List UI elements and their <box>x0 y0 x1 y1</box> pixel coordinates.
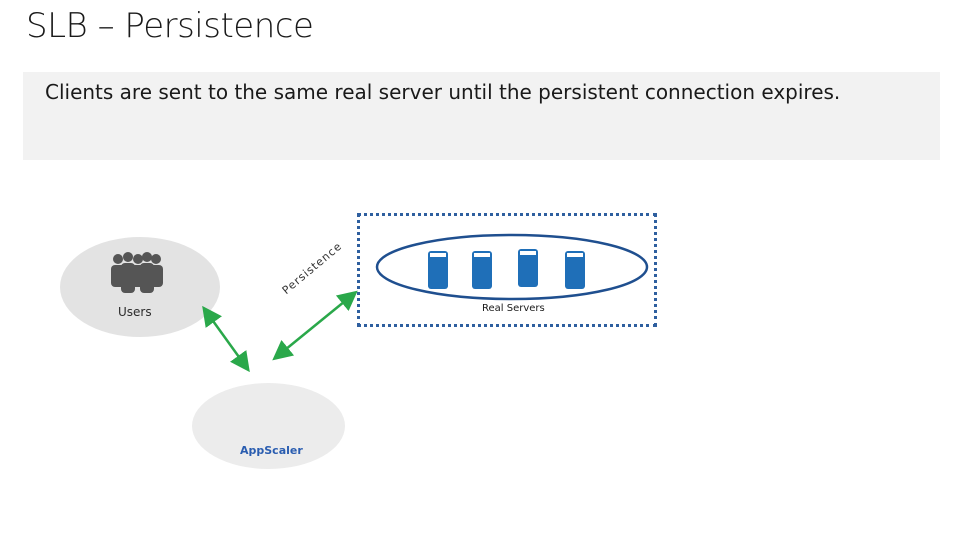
server-icons <box>428 249 585 289</box>
server-pool-ellipse <box>375 233 649 301</box>
appscaler-group <box>192 383 345 469</box>
callout-text: Clients are sent to the same real server… <box>45 80 841 104</box>
server-icon-2 <box>472 251 492 289</box>
server-icon-4 <box>565 251 585 289</box>
server-icon-1 <box>428 251 448 289</box>
users-label: Users <box>118 305 152 319</box>
appscaler-to-servers-arrow <box>272 290 358 361</box>
users-to-appscaler-arrow <box>202 305 250 373</box>
real-servers-box <box>357 213 657 327</box>
server-icon-3 <box>518 249 538 287</box>
appscaler-label: AppScaler <box>240 444 303 457</box>
callout-box: Clients are sent to the same real server… <box>23 72 940 160</box>
users-icon <box>111 252 163 293</box>
real-servers-label: Real Servers <box>482 303 545 314</box>
slide-title: SLB – Persistence <box>26 6 314 46</box>
